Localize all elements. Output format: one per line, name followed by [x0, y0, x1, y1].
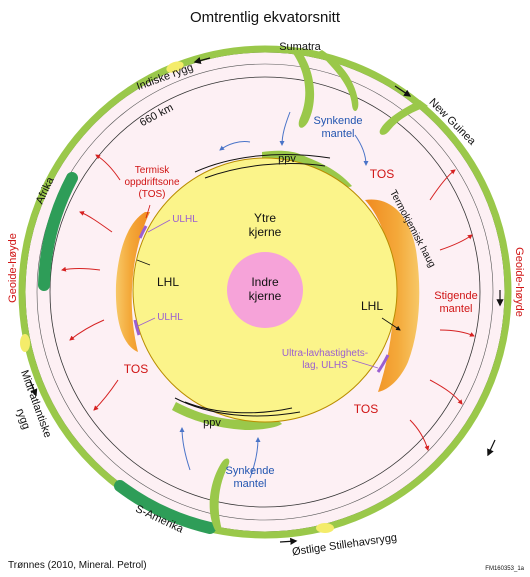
sink-arrow-top-2	[219, 141, 251, 151]
pointer-ulhs	[351, 359, 379, 369]
ridge-indian	[166, 61, 184, 73]
sink-arrow-top-3	[354, 134, 369, 166]
inner-core	[227, 252, 303, 328]
label-sinking-bot-1: Synkende	[226, 465, 275, 477]
label-sinking-top-2: mantel	[321, 128, 354, 140]
label-ulhl-bottom: ULHL	[157, 312, 183, 323]
label-rising-1: Stigende	[434, 290, 477, 302]
slab-new-guinea	[379, 100, 428, 135]
label-ulhl-top: ULHL	[172, 214, 198, 225]
label-tos-top-right: TOS	[370, 167, 394, 181]
continent-africa	[38, 172, 78, 291]
label-sinking-bot-2: mantel	[233, 478, 266, 490]
diagram-title: Omtrentlig ekvatorsnitt	[190, 9, 341, 26]
label-thermal-buoyancy-2: oppdriftsone	[124, 177, 179, 188]
rise-arrow-l4	[93, 379, 119, 411]
ridge-mid-atlantic	[20, 334, 30, 352]
ulhs-patch-right	[376, 354, 390, 373]
ulhl-patch-top	[138, 225, 148, 239]
ppv-lens-top-2	[204, 163, 326, 179]
continent-south-america	[114, 480, 216, 534]
sink-arrow-top-1	[279, 111, 291, 146]
plate-arrow-3	[487, 439, 496, 457]
rise-arrow-r1	[429, 169, 456, 201]
label-geoid-left: Geoide-høyde	[7, 233, 19, 303]
sink-arrow-bot-1	[179, 427, 191, 471]
pile-right	[365, 199, 420, 392]
slab-pool-bottom	[172, 402, 282, 430]
rise-arrow-r2	[439, 234, 473, 251]
ridge-east-pacific	[316, 523, 334, 533]
rise-arrow-l3	[69, 319, 105, 341]
label-thermal-buoyancy-3: (TOS)	[138, 189, 165, 200]
ppv-lens-top	[194, 154, 331, 173]
660-km-discontinuity	[49, 76, 481, 508]
rise-arrow-r5	[409, 419, 430, 451]
label-thermal-buoyancy-1: Termisk	[135, 165, 170, 176]
label-sinking-top-1: Synkende	[314, 115, 363, 127]
pointer-tos-label	[145, 204, 151, 219]
slab-pacific-bottom	[209, 458, 230, 530]
label-sumatra: Sumatra	[279, 41, 321, 53]
pointer-ulhl-top	[147, 219, 171, 233]
lithosphere-ring	[18, 45, 512, 539]
rise-arrow-r4	[429, 379, 463, 405]
slab-sumatra	[292, 50, 315, 128]
label-lhl-left: LHL	[157, 275, 179, 289]
label-tos-left: TOS	[124, 362, 148, 376]
label-rising-2: mantel	[439, 303, 472, 315]
upper-mantle-line	[36, 63, 494, 521]
label-geoid-right: Geoide-høyde	[513, 247, 525, 317]
ulhl-patch-bottom	[133, 319, 141, 336]
label-tos-bottom-right: TOS	[354, 402, 378, 416]
label-ppv-top: ppv	[278, 153, 296, 165]
pointer-lhl-right	[381, 317, 401, 331]
label-outer-core-2: kjerne	[249, 225, 282, 239]
plate-arrow-4	[29, 379, 38, 397]
sink-arrow-bot-2	[249, 437, 261, 479]
plate-arrow-5	[279, 537, 298, 545]
ppv-lens-bottom	[174, 397, 301, 417]
label-inner-core-1: Indre	[251, 275, 279, 289]
rise-arrow-l5	[95, 154, 121, 181]
label-mid-atlantic-2: rygg	[14, 407, 33, 431]
figure-id: FM160353_1a	[485, 566, 524, 572]
label-lhl-right: LHL	[361, 299, 383, 313]
label-inner-core-2: kjerne	[249, 289, 282, 303]
rise-arrow-r3	[439, 329, 475, 337]
slab-sumatra-2	[318, 50, 359, 112]
ppv-lens-bottom-2	[184, 401, 293, 414]
credit-text: Trønnes (2010, Mineral. Petrol)	[8, 560, 147, 571]
label-east-pacific: Østlige Stillehavsrygg	[291, 532, 397, 559]
pile-left	[115, 212, 150, 352]
pointer-lhl-left	[136, 259, 151, 266]
plate-arrow-2	[394, 85, 412, 97]
rise-arrow-l1	[79, 211, 113, 233]
pointer-ulhl-bottom	[137, 317, 156, 327]
rise-arrow-l2	[61, 266, 101, 272]
label-ulhs-1: Ultra-lavhastighets-	[282, 348, 368, 359]
label-ulhs-2: lag, ULHS	[302, 360, 348, 371]
label-outer-core-1: Ytre	[254, 211, 276, 225]
label-ppv-bottom: ppv	[203, 417, 221, 429]
plate-arrow-1	[193, 57, 211, 64]
